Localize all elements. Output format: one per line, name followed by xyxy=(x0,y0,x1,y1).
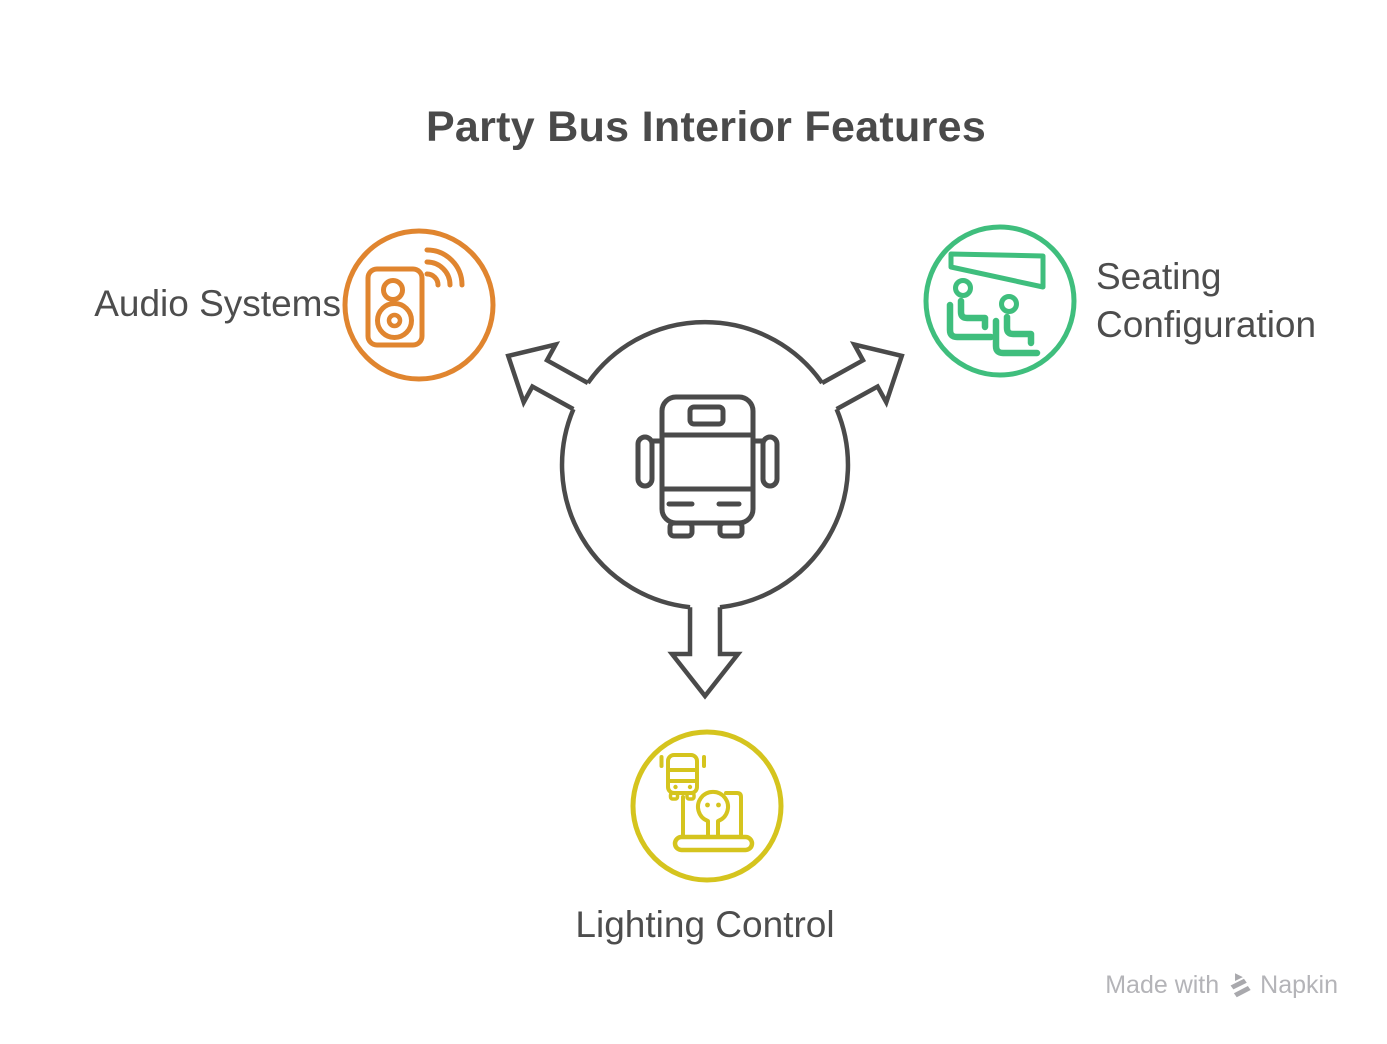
passenger-head-right xyxy=(999,294,1019,314)
audio-node xyxy=(342,228,496,382)
lamp-base xyxy=(672,834,755,853)
bus-body xyxy=(659,394,756,526)
audio-node-label: Audio Systems xyxy=(94,283,341,324)
speaker-tweeter xyxy=(381,278,405,302)
passenger-seats-icon xyxy=(946,251,1046,357)
mini-bus-wheel-left xyxy=(668,791,680,801)
bus-mirror-right xyxy=(760,434,780,489)
arrow-to-lighting xyxy=(667,607,743,700)
lamp-post-right xyxy=(724,791,743,839)
bus-destination-sign xyxy=(687,404,726,427)
arrow-to-audio xyxy=(505,341,589,412)
audio-node-circle xyxy=(342,228,496,382)
speaker-woofer-inner xyxy=(386,312,403,329)
icon-filled-dots xyxy=(673,784,721,808)
diagram-title: Party Bus Interior Features xyxy=(425,103,987,151)
seating-node-circle xyxy=(923,224,1077,378)
mini-bus-wheel-right xyxy=(685,791,696,801)
seat-frame-right xyxy=(992,317,1041,357)
bus-wheel-left xyxy=(667,520,695,539)
mini-bus-headlight-right xyxy=(687,784,693,790)
hub-and-arrows xyxy=(505,319,905,700)
sound-wave-small xyxy=(424,271,441,288)
bus-wheel-right xyxy=(717,520,745,539)
overhead-rack xyxy=(948,251,1046,290)
bulb-dot-right xyxy=(716,802,721,808)
passenger-body-left xyxy=(957,297,989,331)
watermark-brand: Napkin xyxy=(1260,971,1338,999)
lighting-node xyxy=(630,729,784,883)
napkin-logo-icon xyxy=(1230,973,1251,998)
bus-light-bulb-icon xyxy=(659,753,755,853)
bus-mirror-left xyxy=(635,434,655,489)
watermark: Made with Napkin xyxy=(1105,971,1338,1000)
passenger-head-left xyxy=(953,278,973,298)
hub-circle-arc-left xyxy=(559,408,691,610)
lighting-node-circle xyxy=(630,729,784,883)
hub-circle-arc-top xyxy=(586,319,824,385)
watermark-text: Made with xyxy=(1105,971,1220,999)
sound-wave-large xyxy=(424,247,465,288)
seat-frame-left xyxy=(946,301,995,341)
arrow-to-seating xyxy=(821,341,905,412)
mini-bus-headlight-left xyxy=(673,784,678,790)
passenger-body-right xyxy=(1003,313,1035,347)
mini-bus-body xyxy=(666,753,699,795)
seating-node-label: Seating Configuration xyxy=(1096,256,1317,345)
sound-wave-medium xyxy=(424,259,453,288)
bus-front-icon xyxy=(635,394,780,539)
wireless-speaker-icon xyxy=(365,247,465,348)
lighting-node-label: Lighting Control xyxy=(575,904,835,945)
light-bulb xyxy=(696,789,730,839)
bulb-dot-left xyxy=(705,802,710,808)
speaker-cabinet xyxy=(365,266,425,348)
seating-node xyxy=(923,224,1077,378)
hub-circle-arc-right xyxy=(719,408,851,610)
speaker-woofer-outer xyxy=(375,301,414,340)
